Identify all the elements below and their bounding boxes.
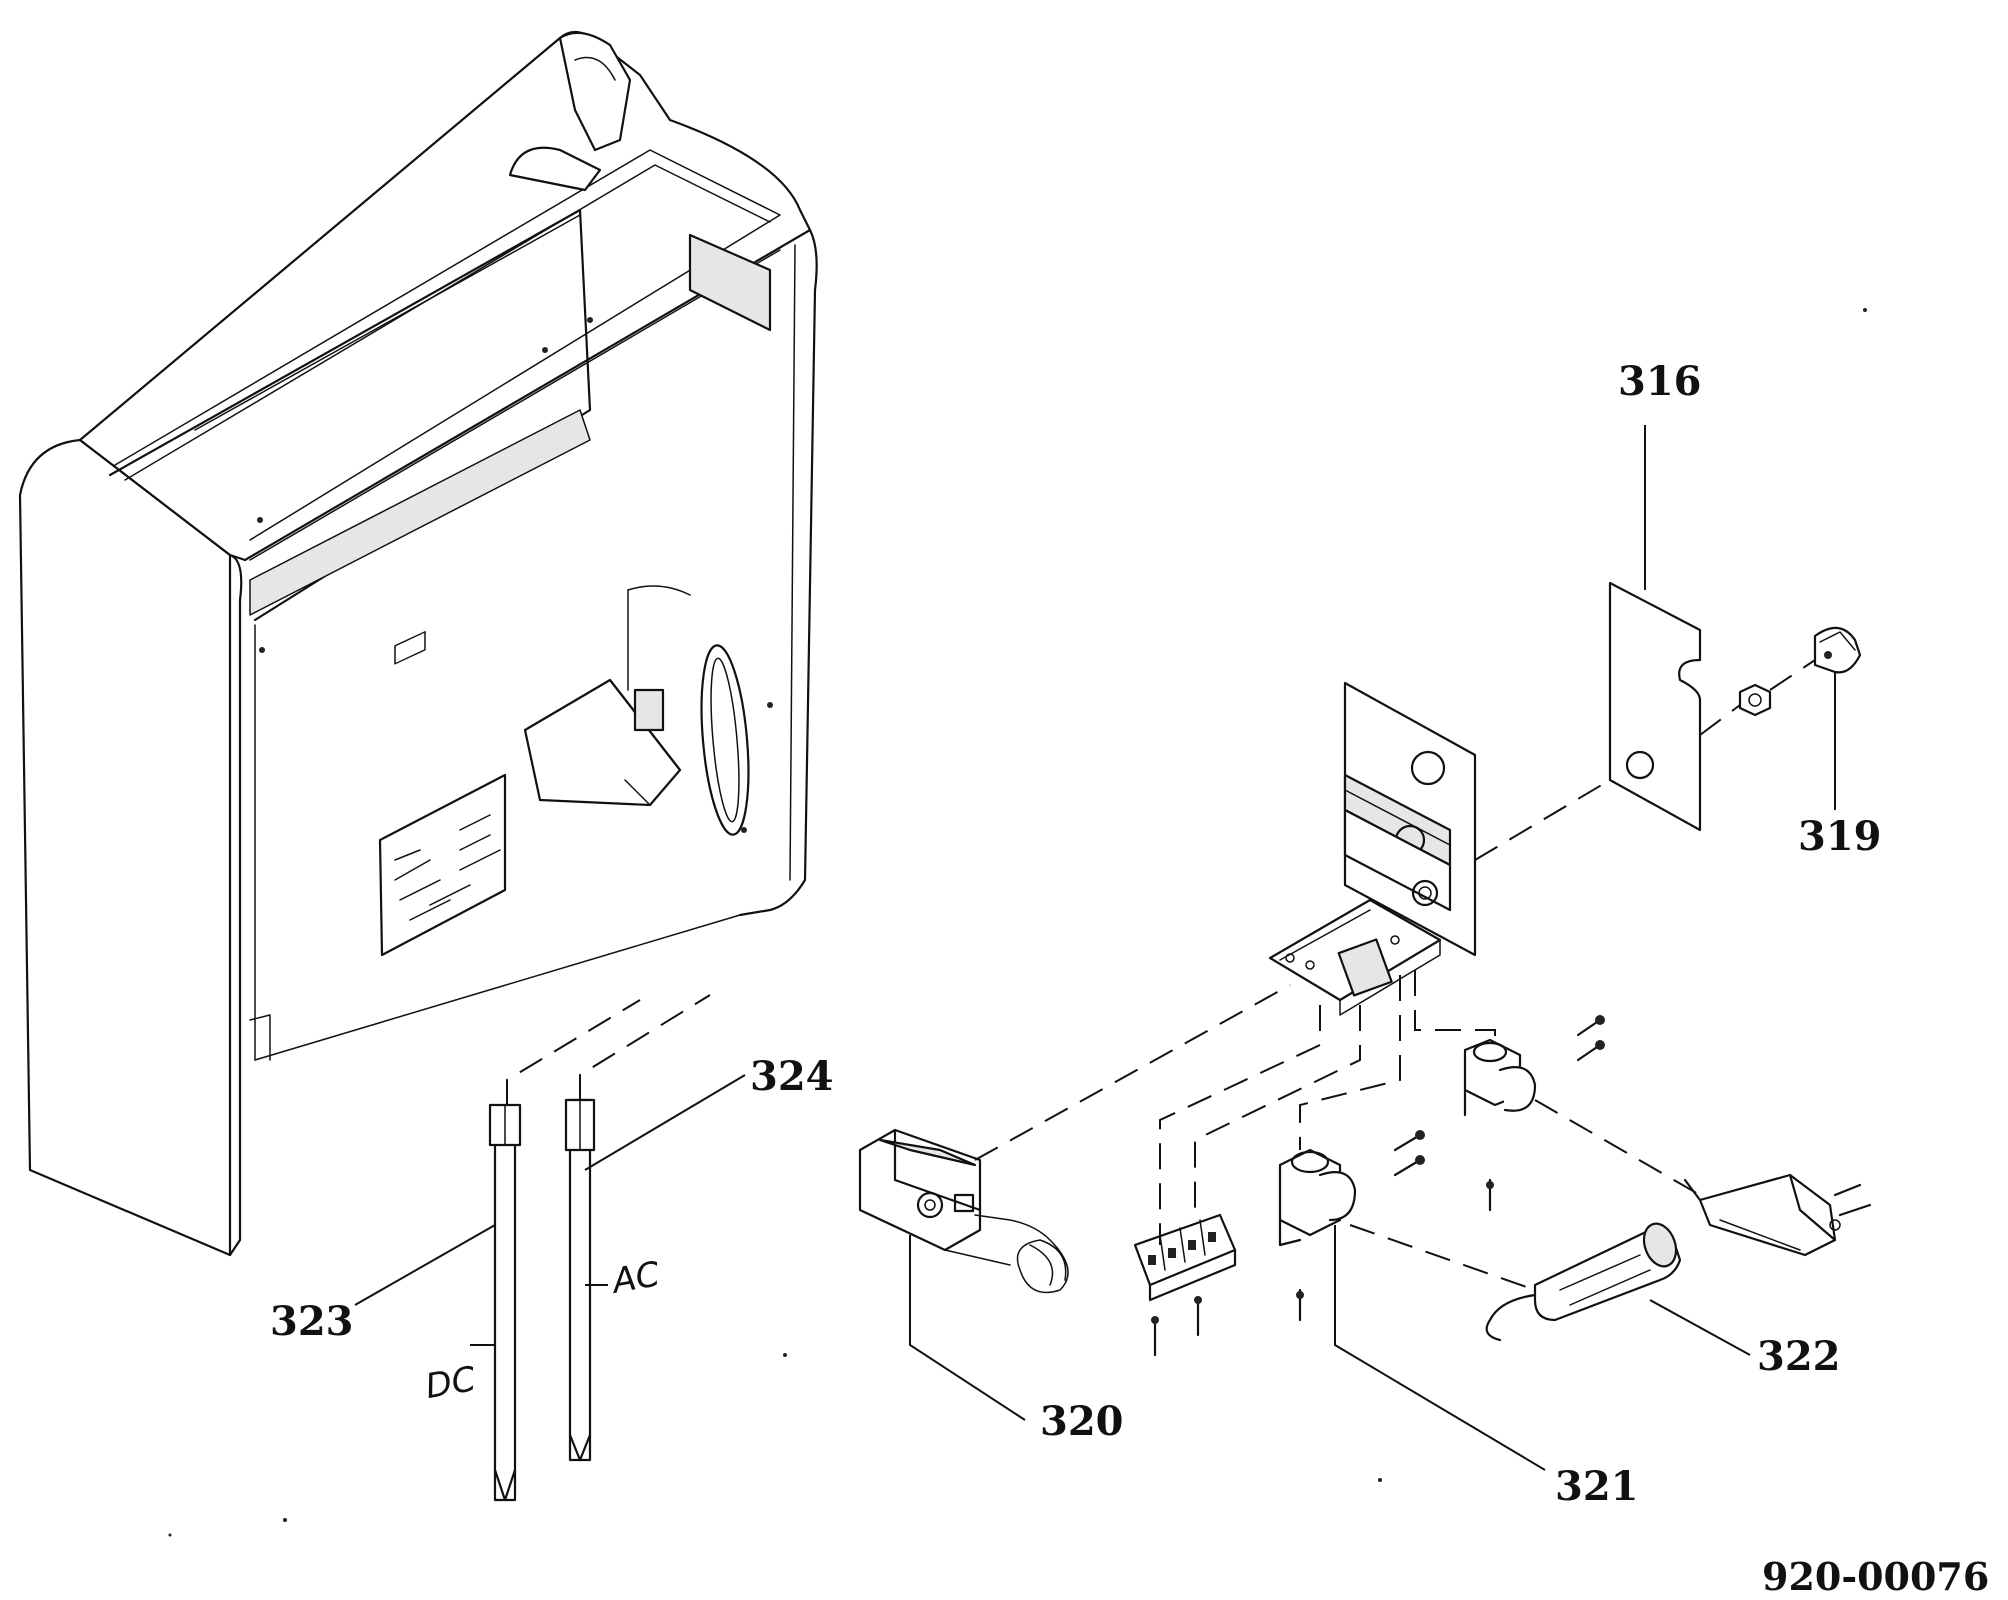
part-319-knob — [1738, 626, 1862, 717]
document-number: 920-00076 — [1762, 1554, 1989, 1599]
part-324-ac-heating-element — [564, 994, 711, 1462]
cabinet-housing — [18, 30, 818, 1257]
upper-right-clip — [1463, 1015, 1605, 1212]
part-316-cover-plate — [1608, 581, 1702, 832]
part-322-switch — [1485, 1222, 1682, 1342]
callout-323: 323 — [270, 1298, 354, 1345]
power-plug — [1683, 1173, 1872, 1257]
callout-316: 316 — [1618, 358, 1702, 405]
callout-322: 322 — [1757, 1333, 1841, 1380]
leader-lines — [354, 425, 1836, 1471]
assembly-guide-lines — [974, 659, 1816, 1291]
terminal-block — [1133, 1213, 1237, 1357]
callout-321: 321 — [1555, 1463, 1639, 1510]
callout-320: 320 — [1040, 1398, 1124, 1445]
wire-label-dc: DC — [423, 1359, 479, 1407]
part-320-thermostat — [858, 1128, 1069, 1294]
part-323-dc-heating-element — [488, 999, 641, 1502]
part-321-clip — [1278, 1130, 1425, 1322]
callout-324: 324 — [750, 1053, 834, 1100]
control-bracket-assembly — [1268, 681, 1477, 1016]
callout-319: 319 — [1798, 813, 1882, 860]
wire-label-ac: AC — [608, 1254, 663, 1302]
